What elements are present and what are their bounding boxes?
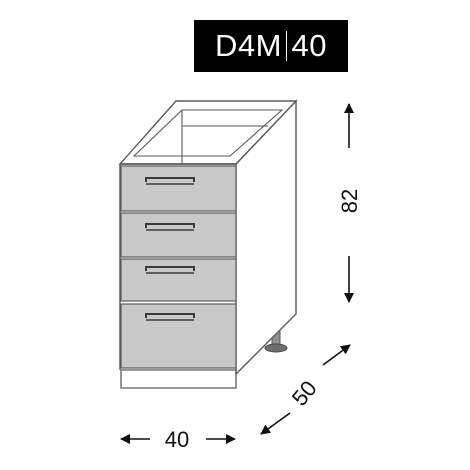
width-dimension: 40 (120, 427, 236, 452)
label-separator (285, 31, 288, 61)
drawer-2 (120, 212, 237, 258)
depth-value: 50 (287, 376, 322, 411)
model-label: D4M 40 (194, 20, 348, 72)
drawer-1 (120, 165, 237, 212)
width-value: 40 (165, 427, 189, 452)
drawer-front (120, 165, 237, 212)
drawer-front (120, 258, 237, 302)
drawer-handle (145, 266, 195, 271)
model-width-code: 40 (291, 28, 327, 63)
drawer-4 (120, 303, 237, 369)
cabinet-top-opening (132, 109, 284, 157)
cabinet-plinth (120, 369, 237, 389)
drawer-group (120, 165, 237, 369)
drawer-handle (145, 177, 195, 182)
drawer-handle (145, 223, 195, 228)
height-value: 82 (337, 189, 362, 213)
model-code: D4M (215, 28, 282, 63)
height-dimension: 82 (337, 103, 362, 303)
drawer-front (120, 212, 237, 258)
cabinet-leg (264, 321, 288, 353)
depth-dimension: 50 (260, 344, 351, 435)
drawer-3 (120, 258, 237, 302)
drawer-handle (145, 313, 195, 318)
